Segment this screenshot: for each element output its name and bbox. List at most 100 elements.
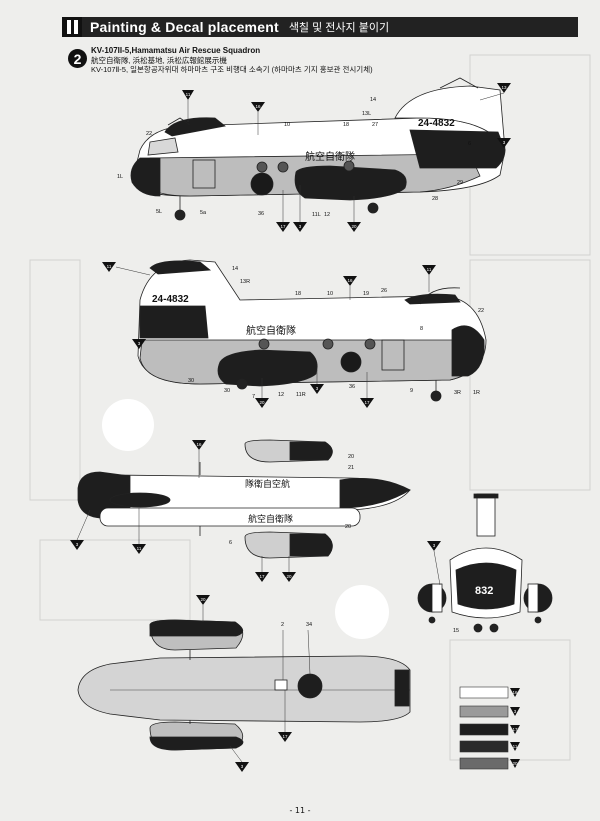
svg-text:3: 3 (433, 543, 436, 548)
svg-text:29: 29 (457, 180, 463, 186)
svg-text:17: 17 (364, 400, 370, 405)
legend-swatch-grey: 20 (459, 757, 520, 770)
step-number: 2 (68, 49, 87, 68)
svg-text:16: 16 (347, 278, 353, 283)
side-bottom-leaders (115, 266, 430, 398)
svg-text:3: 3 (76, 542, 79, 547)
svg-text:11: 11 (513, 744, 518, 749)
bottom-view (77, 619, 411, 751)
svg-text:26: 26 (381, 288, 387, 294)
color-legend: 16 3 17 11 20 (459, 686, 520, 770)
svg-text:11: 11 (107, 264, 112, 269)
section-subtitle: 색칠 및 전사지 붙이기 (288, 22, 390, 34)
section-marker-icon (62, 17, 82, 37)
callout-marker: 11 (182, 90, 194, 100)
svg-text:10: 10 (327, 291, 333, 297)
svg-text:20: 20 (512, 761, 518, 766)
front-view-part-number: 15 (453, 628, 459, 634)
top-view-leaders (76, 450, 290, 572)
svg-text:10: 10 (284, 122, 290, 128)
svg-text:19: 19 (363, 291, 369, 297)
svg-text:16: 16 (512, 690, 518, 695)
side-top-color-callouts: 11 16 13 3 17 3 20 (182, 83, 511, 232)
svg-text:16: 16 (196, 442, 202, 447)
svg-text:5L: 5L (156, 209, 162, 215)
top-view-mirror-text: 隊衛自空航 (245, 478, 290, 489)
svg-text:30: 30 (188, 378, 194, 384)
svg-text:5a: 5a (200, 210, 207, 216)
svg-text:11R: 11R (296, 392, 306, 398)
svg-text:17: 17 (282, 734, 288, 739)
callout-marker: 3 (497, 138, 511, 148)
fuselage-text-bottom: 航空自衛隊 (246, 324, 296, 337)
svg-text:22: 22 (146, 131, 152, 137)
side-bottom-part-numbers: 14 13R 18 10 19 26 8 22 30 30 12 11R 36 … (188, 266, 484, 400)
svg-text:3: 3 (138, 341, 141, 346)
glare-spot (102, 399, 154, 451)
svg-text:11: 11 (427, 267, 432, 272)
svg-text:1L: 1L (117, 174, 123, 180)
callout-marker: 20 (347, 222, 361, 232)
svg-text:27: 27 (372, 122, 378, 128)
svg-text:28: 28 (432, 196, 438, 202)
svg-text:36: 36 (258, 211, 264, 217)
aircraft-name: KV-107II-5,Hamamatsu Air Rescue Squadron (91, 46, 261, 55)
aircraft-line-kr: KV-107Ⅱ-5, 일본항공자위대 하마마츠 구조 비행대 소속기 (하마마츠… (91, 65, 373, 74)
svg-text:3R: 3R (454, 390, 461, 396)
glare-spot (335, 585, 389, 639)
svg-text:17: 17 (512, 727, 518, 732)
svg-text:3: 3 (299, 224, 302, 229)
svg-text:2: 2 (281, 622, 284, 628)
callout-marker: 16 (251, 102, 265, 112)
svg-text:6: 6 (229, 540, 232, 546)
svg-text:20: 20 (259, 400, 265, 405)
page-number: - 11 - (289, 806, 311, 815)
svg-text:21: 21 (348, 465, 354, 471)
top-view-part-numbers: 20 21 20 6 (229, 454, 354, 546)
svg-text:30: 30 (224, 388, 230, 394)
legend-swatch-black: 11 (459, 740, 520, 753)
svg-text:34: 34 (306, 622, 312, 628)
side-view-right (137, 259, 487, 402)
side-top-leaders (187, 92, 505, 222)
svg-text:9: 9 (410, 388, 413, 394)
top-view-color-callouts: 16 3 11 17 20 (70, 440, 296, 582)
svg-text:11: 11 (186, 92, 191, 97)
callout-marker: 13 (497, 83, 511, 93)
svg-text:20: 20 (345, 524, 351, 530)
svg-text:3: 3 (503, 140, 506, 145)
svg-text:20: 20 (286, 574, 292, 579)
front-view-color-callout: 3 (427, 541, 441, 551)
serial-marking-top: 24-4832 (418, 118, 455, 129)
svg-text:3: 3 (514, 709, 517, 714)
top-view-text: 航空自衛隊 (248, 513, 293, 524)
svg-text:11: 11 (137, 546, 142, 551)
svg-text:36: 36 (349, 384, 355, 390)
side-view-left (130, 77, 506, 221)
svg-text:13R: 13R (240, 279, 250, 285)
side-bottom-color-callouts: 11 3 16 11 20 3 17 (102, 262, 436, 408)
svg-text:18: 18 (295, 291, 301, 297)
bottom-view-part-numbers: 2 34 (281, 622, 312, 628)
svg-text:16: 16 (255, 104, 261, 109)
legend-swatch-dark: 17 (459, 723, 520, 736)
svg-text:12: 12 (278, 392, 284, 398)
svg-text:20: 20 (351, 224, 357, 229)
legend-swatch-light-grey: 3 (459, 705, 520, 718)
aircraft-line-jp: 航空自衛隊, 浜松基地, 浜松広報館展示機 (91, 56, 227, 65)
serial-marking-bottom: 24-4832 (152, 294, 189, 305)
svg-text:7: 7 (252, 394, 255, 400)
fuselage-text-top: 航空自衛隊 (305, 150, 355, 163)
svg-text:12: 12 (324, 212, 330, 218)
svg-text:14: 14 (232, 266, 238, 272)
svg-text:17: 17 (259, 574, 265, 579)
svg-text:17: 17 (280, 224, 286, 229)
svg-text:20: 20 (348, 454, 354, 460)
nose-number: 832 (475, 585, 493, 597)
svg-text:1R: 1R (473, 390, 480, 396)
svg-text:14: 14 (370, 97, 376, 103)
svg-text:13: 13 (501, 85, 507, 90)
svg-text:3: 3 (316, 386, 319, 391)
svg-text:20: 20 (200, 597, 206, 602)
